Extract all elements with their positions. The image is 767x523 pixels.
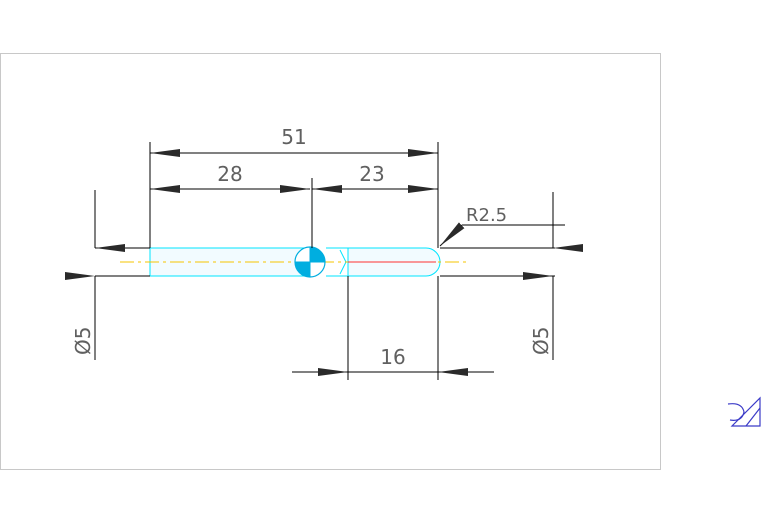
radius-leader bbox=[439, 222, 465, 247]
dim-text-28: 28 bbox=[217, 162, 242, 186]
part-geometry bbox=[95, 246, 555, 278]
dim-text-16: 16 bbox=[380, 345, 405, 369]
dim-text-dia-left: Ø5 bbox=[71, 327, 95, 355]
ball-joint-symbol bbox=[294, 246, 326, 278]
ucs-icon bbox=[727, 396, 761, 427]
dim-text-r25: R2.5 bbox=[466, 205, 507, 226]
dimensions bbox=[65, 142, 583, 380]
dim-text-51: 51 bbox=[281, 125, 306, 149]
dim-text-dia-right: Ø5 bbox=[529, 327, 553, 355]
dim-text-23: 23 bbox=[359, 162, 384, 186]
